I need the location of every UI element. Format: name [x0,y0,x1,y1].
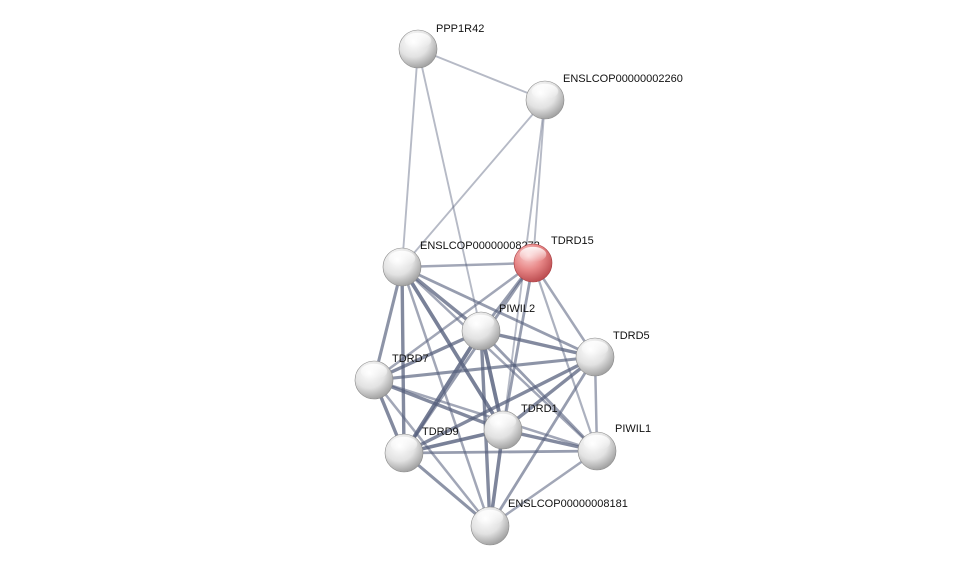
node-highlight [476,509,504,526]
node-ppp1r42[interactable]: PPP1R42 [398,23,484,69]
node-enslcop00000008181[interactable]: ENSLCOP00000008181 [470,498,628,546]
edge-ppp1r42-enslcop00000002260 [417,48,546,101]
node-label: ENSLCOP00000002260 [563,73,683,85]
edge-ppp1r42-piwil2 [417,48,482,332]
edge-tdrd5-tdrd9 [402,355,597,455]
node-label: TDRD1 [521,403,558,415]
node-enslcop00000008272[interactable]: ENSLCOP00000008272 [382,240,540,287]
node-tdrd1[interactable]: TDRD1 [483,403,558,450]
node-label: ENSLCOP00000008181 [508,498,628,510]
edge-enslcop00000008272-tdrd15 [400,261,535,269]
edge-ppp1r42-enslcop00000008272 [401,48,419,268]
edge-tdrd15-piwil1 [531,261,599,453]
node-label: TDRD5 [613,330,650,342]
edge-tdrd5-tdrd1 [501,355,597,432]
node-enslcop00000002260[interactable]: ENSLCOP00000002260 [525,73,683,120]
node-tdrd7[interactable]: TDRD7 [354,353,429,400]
node-tdrd5[interactable]: TDRD5 [575,330,650,377]
node-label: PIWIL2 [499,303,535,315]
edge-enslcop00000002260-tdrd15 [532,99,546,264]
edge-enslcop00000002260-enslcop00000008272 [401,99,546,268]
node-highlight [489,413,517,430]
node-label: TDRD7 [392,353,429,365]
node-highlight [404,32,432,49]
edge-tdrd7-piwil1 [372,378,599,453]
node-label: TDRD15 [551,235,594,247]
edge-enslcop00000008272-piwil1 [400,265,599,453]
node-highlight [583,434,611,451]
edge-piwil2-piwil1 [479,329,599,453]
node-layer: PPP1R42ENSLCOP00000002260ENSLCOP00000008… [354,23,683,546]
node-highlight [388,250,416,267]
node-highlight [531,83,559,100]
node-highlight [467,314,495,331]
node-piwil2[interactable]: PIWIL2 [461,303,535,351]
edge-enslcop00000008272-enslcop00000008181 [400,265,492,528]
edge-tdrd5-tdrd7 [372,355,597,382]
edge-tdrd5-enslcop00000008181 [488,355,597,528]
node-label: PIWIL1 [615,423,651,435]
node-piwil1[interactable]: PIWIL1 [577,423,651,471]
node-label: TDRD9 [422,426,459,438]
edge-piwil2-tdrd5 [479,329,597,359]
edge-enslcop00000008272-tdrd7 [372,265,404,382]
node-highlight [519,246,547,263]
node-label: PPP1R42 [436,23,484,35]
node-highlight [360,363,388,380]
edge-tdrd7-tdrd1 [372,378,505,432]
edge-piwil2-tdrd7 [372,329,483,382]
node-tdrd9[interactable]: TDRD9 [384,426,459,473]
node-highlight [581,340,609,357]
node-highlight [390,436,418,453]
edge-piwil1-enslcop00000008181 [488,449,599,528]
edge-tdrd9-piwil1 [402,449,599,455]
node-tdrd15[interactable]: TDRD15 [513,235,594,283]
edge-tdrd15-tdrd7 [372,261,535,382]
edge-enslcop00000008272-tdrd1 [400,265,505,432]
node-label: ENSLCOP00000008272 [420,240,540,252]
